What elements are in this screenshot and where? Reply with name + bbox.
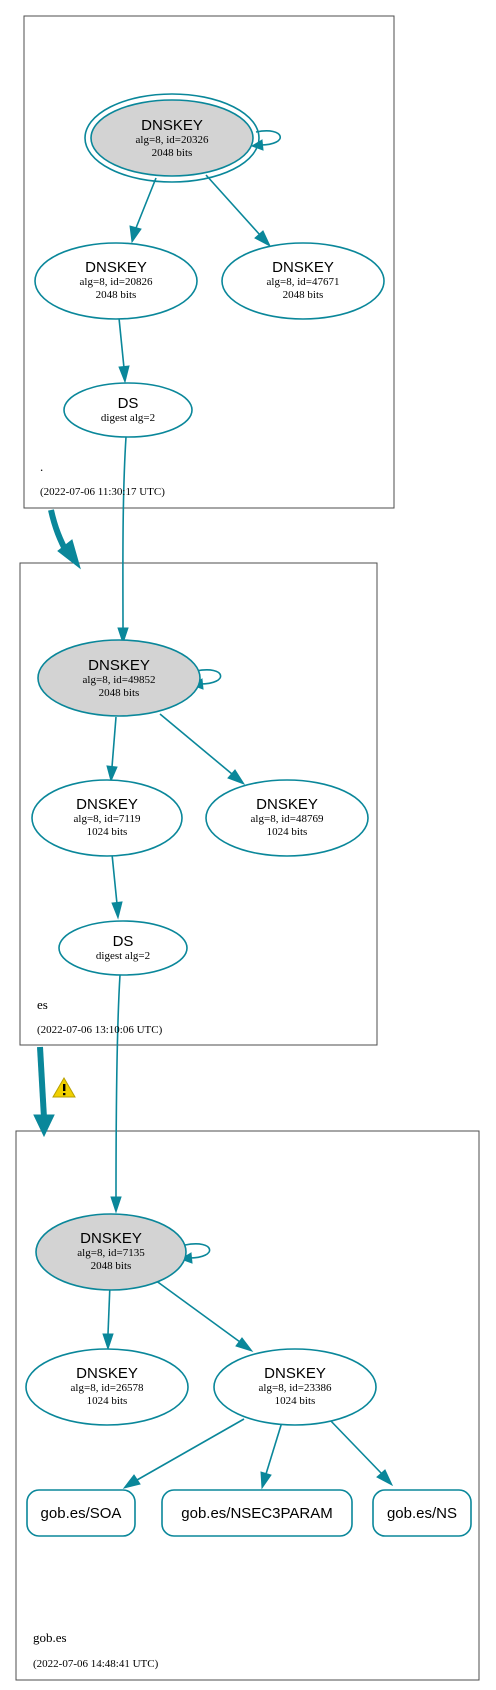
node-root-zsk2[interactable]: DNSKEY alg=8, id=47671 2048 bits [221, 242, 385, 320]
node-title: DNSKEY [80, 1230, 142, 1247]
node-detail: alg=8, id=23386 [259, 1382, 332, 1394]
zone-timestamp-root: (2022-07-06 11:30:17 UTC) [40, 486, 165, 498]
node-detail: 2048 bits [91, 1260, 132, 1272]
node-detail: alg=8, id=26578 [71, 1382, 144, 1394]
edge-es-ds-gob-ksk [115, 974, 121, 1198]
node-title: DNSKEY [272, 259, 334, 276]
arrowhead [118, 365, 130, 384]
node-title: DNSKEY [88, 657, 150, 674]
edge-root-zsk1-ds [118, 317, 125, 369]
node-detail: 1024 bits [275, 1395, 316, 1407]
node-title: gob.es/SOA [41, 1505, 122, 1522]
node-gob-soa[interactable]: gob.es/SOA [26, 1489, 136, 1537]
edge-es-ksk-self [195, 669, 222, 685]
zone-box-gob-es [15, 1130, 480, 1681]
delegation-edge-es-gob [37, 1046, 47, 1119]
arrowhead [376, 1469, 394, 1487]
node-gob-zsk1[interactable]: DNSKEY alg=8, id=26578 1024 bits [25, 1348, 189, 1426]
node-gob-nsec3param[interactable]: gob.es/NSEC3PARAM [161, 1489, 353, 1537]
node-detail: alg=8, id=49852 [83, 674, 156, 686]
arrowhead [106, 765, 118, 783]
delegation-arrowhead-root-es [57, 539, 81, 570]
node-detail: digest alg=2 [101, 412, 155, 424]
zone-name-gob-es: gob.es [33, 1630, 67, 1645]
edge-root-ksk-zsk2 [205, 174, 261, 236]
edge-es-zsk1-ds [111, 853, 118, 905]
node-gob-ksk[interactable]: DNSKEY alg=8, id=7135 2048 bits [35, 1213, 187, 1291]
node-title: DNSKEY [256, 796, 318, 813]
arrowhead [235, 1337, 254, 1352]
node-detail: 2048 bits [152, 147, 193, 159]
warning-icon[interactable] [52, 1077, 76, 1098]
arrowhead [122, 1474, 141, 1489]
node-title: DS [113, 933, 134, 950]
node-detail: alg=8, id=47671 [267, 276, 340, 288]
node-title: DNSKEY [76, 796, 138, 813]
arrowhead [117, 627, 129, 645]
node-es-ds[interactable]: DS digest alg=2 [58, 920, 188, 976]
edge-gob-ksk-zsk1 [107, 1283, 111, 1335]
edge-root-ds-es-ksk [122, 436, 127, 629]
edge-root-ksk-zsk1 [135, 177, 157, 229]
edge-es-ksk-zsk2 [159, 713, 233, 775]
node-detail: alg=8, id=7135 [77, 1247, 145, 1259]
edge-es-ksk-zsk1 [111, 716, 117, 768]
node-title: gob.es/NSEC3PARAM [181, 1505, 332, 1522]
zone-name-root: . [40, 459, 43, 474]
node-root-zsk1[interactable]: DNSKEY alg=8, id=20826 2048 bits [34, 242, 198, 320]
zone-timestamp-es: (2022-07-06 13:10:06 UTC) [37, 1024, 163, 1036]
arrowhead [129, 225, 142, 244]
node-detail: 1024 bits [267, 826, 308, 838]
arrowhead [227, 769, 246, 785]
node-gob-ns[interactable]: gob.es/NS [372, 1489, 472, 1537]
edge-root-ksk-self [255, 130, 282, 146]
node-title: DNSKEY [141, 117, 203, 134]
edge-gob-zsk2-nsec3param [265, 1421, 283, 1475]
arrowhead [102, 1333, 114, 1351]
edge-gob-zsk2-ns [327, 1417, 383, 1475]
zone-name-es: es [37, 997, 48, 1012]
edge-gob-ksk-zsk2 [154, 1279, 241, 1343]
node-title: DS [118, 395, 139, 412]
zone-timestamp-gob-es: (2022-07-06 14:48:41 UTC) [33, 1658, 159, 1670]
node-gob-zsk2[interactable]: DNSKEY alg=8, id=23386 1024 bits [213, 1348, 377, 1426]
zone-box-es [19, 562, 378, 1046]
node-detail: alg=8, id=20826 [80, 276, 153, 288]
arrowhead [111, 901, 123, 920]
node-title: DNSKEY [76, 1365, 138, 1382]
node-es-ksk[interactable]: DNSKEY alg=8, id=49852 2048 bits [37, 639, 201, 717]
node-detail: 1024 bits [87, 1395, 128, 1407]
node-detail: digest alg=2 [96, 950, 150, 962]
node-title: DNSKEY [264, 1365, 326, 1382]
node-es-zsk1[interactable]: DNSKEY alg=8, id=7119 1024 bits [31, 779, 183, 857]
node-detail: 2048 bits [283, 289, 324, 301]
node-es-zsk2[interactable]: DNSKEY alg=8, id=48769 1024 bits [205, 779, 369, 857]
node-detail: alg=8, id=48769 [251, 813, 324, 825]
edge-gob-zsk2-soa [136, 1418, 245, 1481]
node-root-ds[interactable]: DS digest alg=2 [63, 382, 193, 438]
arrowhead [254, 230, 272, 248]
node-detail: alg=8, id=20326 [136, 134, 209, 146]
node-title: DNSKEY [85, 259, 147, 276]
arrowhead [110, 1196, 122, 1214]
node-detail: 2048 bits [99, 687, 140, 699]
delegation-arrowhead-es-gob [33, 1114, 55, 1138]
zone-box-root [23, 15, 395, 509]
node-detail: 2048 bits [96, 289, 137, 301]
arrowhead [260, 1471, 272, 1490]
node-detail: 1024 bits [87, 826, 128, 838]
node-root-ksk[interactable]: DNSKEY alg=8, id=20326 2048 bits [84, 93, 260, 183]
edge-gob-ksk-self [184, 1243, 211, 1259]
node-detail: alg=8, id=7119 [74, 813, 141, 825]
node-title: gob.es/NS [387, 1505, 457, 1522]
